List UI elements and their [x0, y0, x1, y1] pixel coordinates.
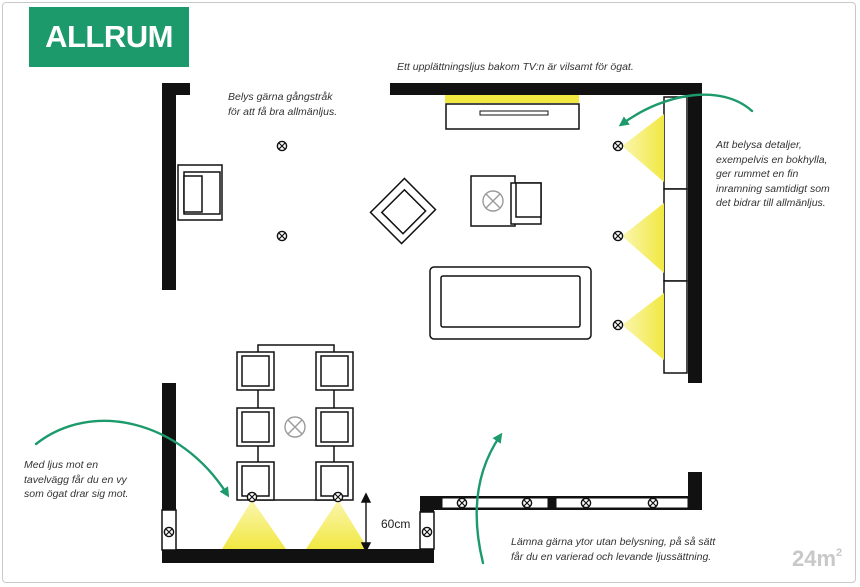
annotation-details: Att belysa detaljer, exempelvis en bokhy…	[716, 139, 830, 209]
spotlight-icon	[163, 526, 175, 538]
annotation-walkway: Belys gärna gångstråk för att få bra all…	[228, 91, 338, 118]
sofa	[429, 266, 592, 340]
spotlight-icon	[612, 319, 624, 331]
spotlight-icon	[276, 140, 288, 152]
wall-panel	[555, 497, 689, 509]
dimension-label: 60cm	[381, 517, 411, 531]
area-label: 24m2	[792, 546, 842, 572]
ceiling-light-icon	[284, 416, 306, 438]
spotlight-icon	[580, 497, 592, 509]
spotlight-icon	[332, 491, 344, 503]
spotlight-icon	[521, 497, 533, 509]
annotation-unlit-areas: Lämna gärna ytor utan belysning, på så s…	[511, 536, 716, 563]
callout-arrows	[34, 93, 754, 565]
spotlight-icon	[647, 497, 659, 509]
ceiling-light-icon	[482, 190, 504, 212]
spotlight-icon	[612, 140, 624, 152]
bookshelf	[663, 96, 688, 374]
wall-panel	[441, 497, 549, 509]
spotlight-icon	[246, 491, 258, 503]
area-value: 24m	[792, 546, 837, 571]
side-table	[470, 175, 542, 227]
area-unit: 2	[836, 547, 843, 559]
armchair-rotated	[369, 177, 437, 245]
spotlight-icon	[612, 230, 624, 242]
annotation-picture-wall: Med ljus mot en tavelvägg får du en vy s…	[24, 459, 129, 500]
annotation-tv-light: Ett upplättningsljus bakom TV:n är vilsa…	[397, 61, 634, 73]
title-badge: ALLRUM	[29, 7, 189, 67]
armchair-left	[177, 164, 223, 221]
tv-unit	[445, 95, 580, 130]
spotlight-icon	[276, 230, 288, 242]
dining-chairs	[236, 351, 354, 501]
shelf-light-beams	[622, 114, 664, 360]
spotlight-icon	[421, 526, 433, 538]
dimension-arrow	[360, 492, 372, 553]
spotlight-icon	[456, 497, 468, 509]
wall-light-beams	[222, 500, 368, 549]
